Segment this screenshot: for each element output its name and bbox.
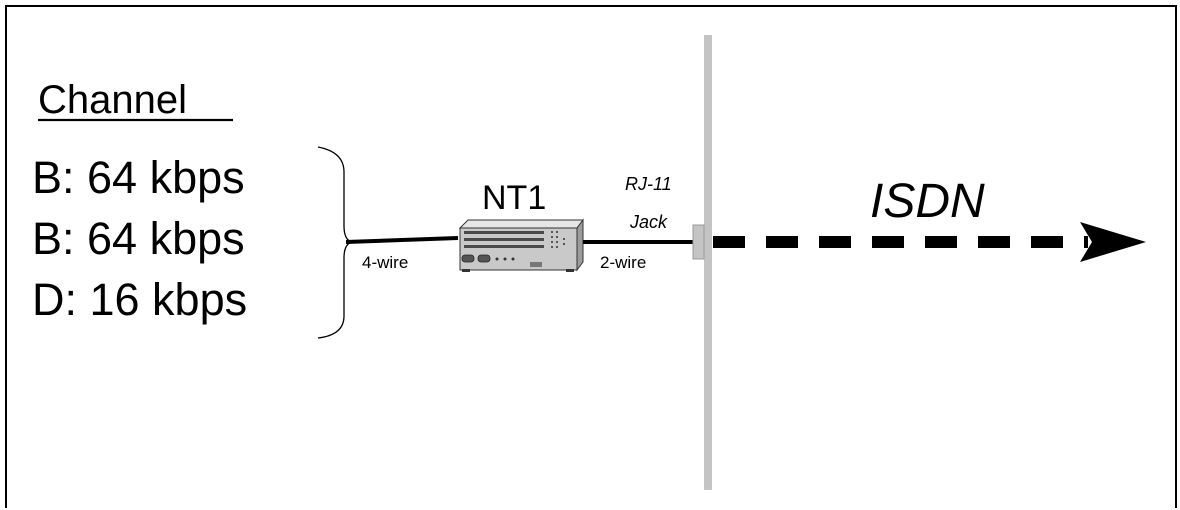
isdn-arrowhead (1080, 222, 1146, 262)
jack-label: Jack (629, 212, 668, 232)
channel-b1-label: B: 64 kbps (32, 152, 245, 203)
diagram-frame (5, 5, 1177, 508)
nt1-label: NT1 (482, 179, 546, 217)
channel-b2-label: B: 64 kbps (32, 213, 245, 264)
four-wire-label: 4-wire (362, 253, 408, 272)
channel-heading: Channel (38, 78, 187, 122)
rj11-label: RJ-11 (625, 174, 672, 194)
rj11-jack-icon (692, 224, 705, 260)
isdn-label: ISDN (870, 175, 985, 228)
channel-d-label: D: 16 kbps (32, 274, 247, 325)
two-wire-label: 2-wire (600, 253, 646, 272)
four-wire-link (345, 236, 459, 244)
nt1-device-icon (458, 218, 584, 272)
demarcation-line (704, 35, 712, 490)
